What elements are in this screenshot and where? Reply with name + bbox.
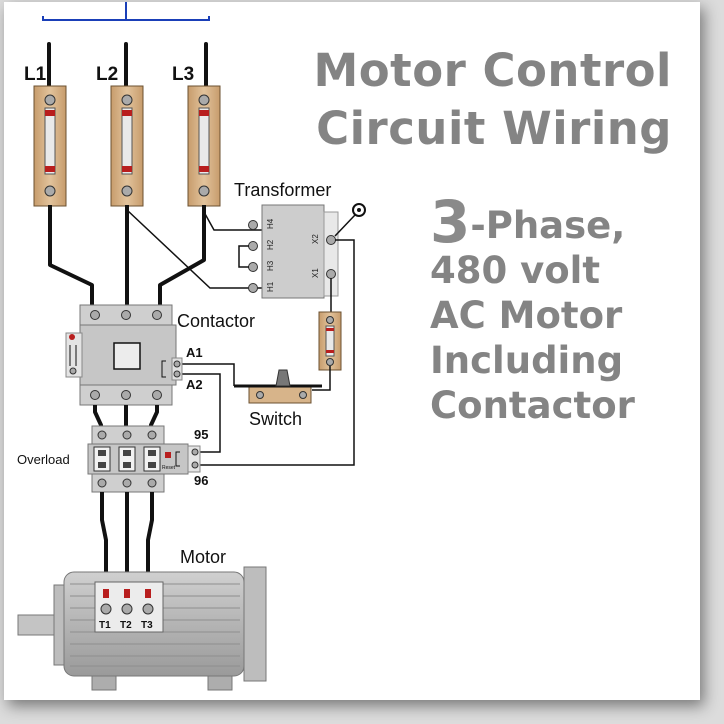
- terminal-x2-label: X2: [311, 234, 320, 244]
- transformer: [238, 204, 339, 299]
- page-title: Motor Control Circuit Wiring: [252, 42, 672, 158]
- ground-icon: [334, 203, 366, 237]
- terminal-a2-label: A2: [186, 377, 203, 392]
- overload-label: Overload: [17, 452, 70, 467]
- label-l3: L3: [172, 64, 194, 85]
- terminal-h3-label: H3: [266, 260, 275, 271]
- wiring-diagram: L1 L2 L3 Transformer H4 H2 H3 H1 X2 X1: [17, 2, 366, 691]
- contactor: [65, 304, 183, 406]
- terminal-96-label: 96: [194, 473, 208, 488]
- title-line-2: Circuit Wiring: [316, 102, 672, 155]
- switch: [234, 369, 322, 404]
- title-line-1: Motor Control: [313, 44, 672, 97]
- phase-suffix: -Phase,: [470, 204, 626, 247]
- transformer-primary-leads: [126, 209, 262, 289]
- motor: [17, 566, 267, 691]
- description-line-5: Contactor: [430, 384, 635, 427]
- description-line-2: 480 volt: [430, 249, 601, 292]
- terminal-a1-label: A1: [186, 345, 203, 360]
- terminal-h4-label: H4: [266, 218, 275, 229]
- supply-bracket: [42, 2, 210, 21]
- fuse-l1: [33, 85, 67, 207]
- fuse-l3: [187, 85, 221, 207]
- terminal-95-label: 95: [194, 427, 208, 442]
- fuse-l2: [110, 85, 144, 207]
- phase-number: 3: [430, 188, 471, 256]
- terminal-t3-label: T3: [141, 620, 153, 631]
- diagram-card: L1 L2 L3 Transformer H4 H2 H3 H1 X2 X1: [4, 2, 700, 700]
- transformer-label: Transformer: [234, 180, 331, 200]
- overload-relay: [87, 425, 201, 493]
- terminal-x1-label: X1: [311, 268, 320, 278]
- fuse-to-contactor-wires: [48, 205, 206, 306]
- label-l1: L1: [24, 64, 47, 85]
- incoming-wires: [47, 42, 208, 92]
- description-line-4: Including: [430, 339, 624, 382]
- label-l2: L2: [96, 64, 118, 85]
- terminal-h1-label: H1: [266, 281, 275, 292]
- control-wiring: [180, 239, 355, 466]
- description-line-1: 3-Phase,: [430, 193, 635, 251]
- reset-label: Reset: [162, 465, 176, 471]
- terminal-t1-label: T1: [99, 620, 111, 631]
- switch-label: Switch: [249, 409, 302, 429]
- control-fuse: [318, 278, 342, 371]
- description: 3-Phase, 480 volt AC Motor Including Con…: [430, 193, 635, 428]
- terminal-h2-label: H2: [266, 239, 275, 250]
- terminal-t2-label: T2: [120, 620, 132, 631]
- description-line-3: AC Motor: [430, 294, 623, 337]
- motor-label: Motor: [180, 547, 226, 567]
- contactor-label: Contactor: [177, 311, 255, 331]
